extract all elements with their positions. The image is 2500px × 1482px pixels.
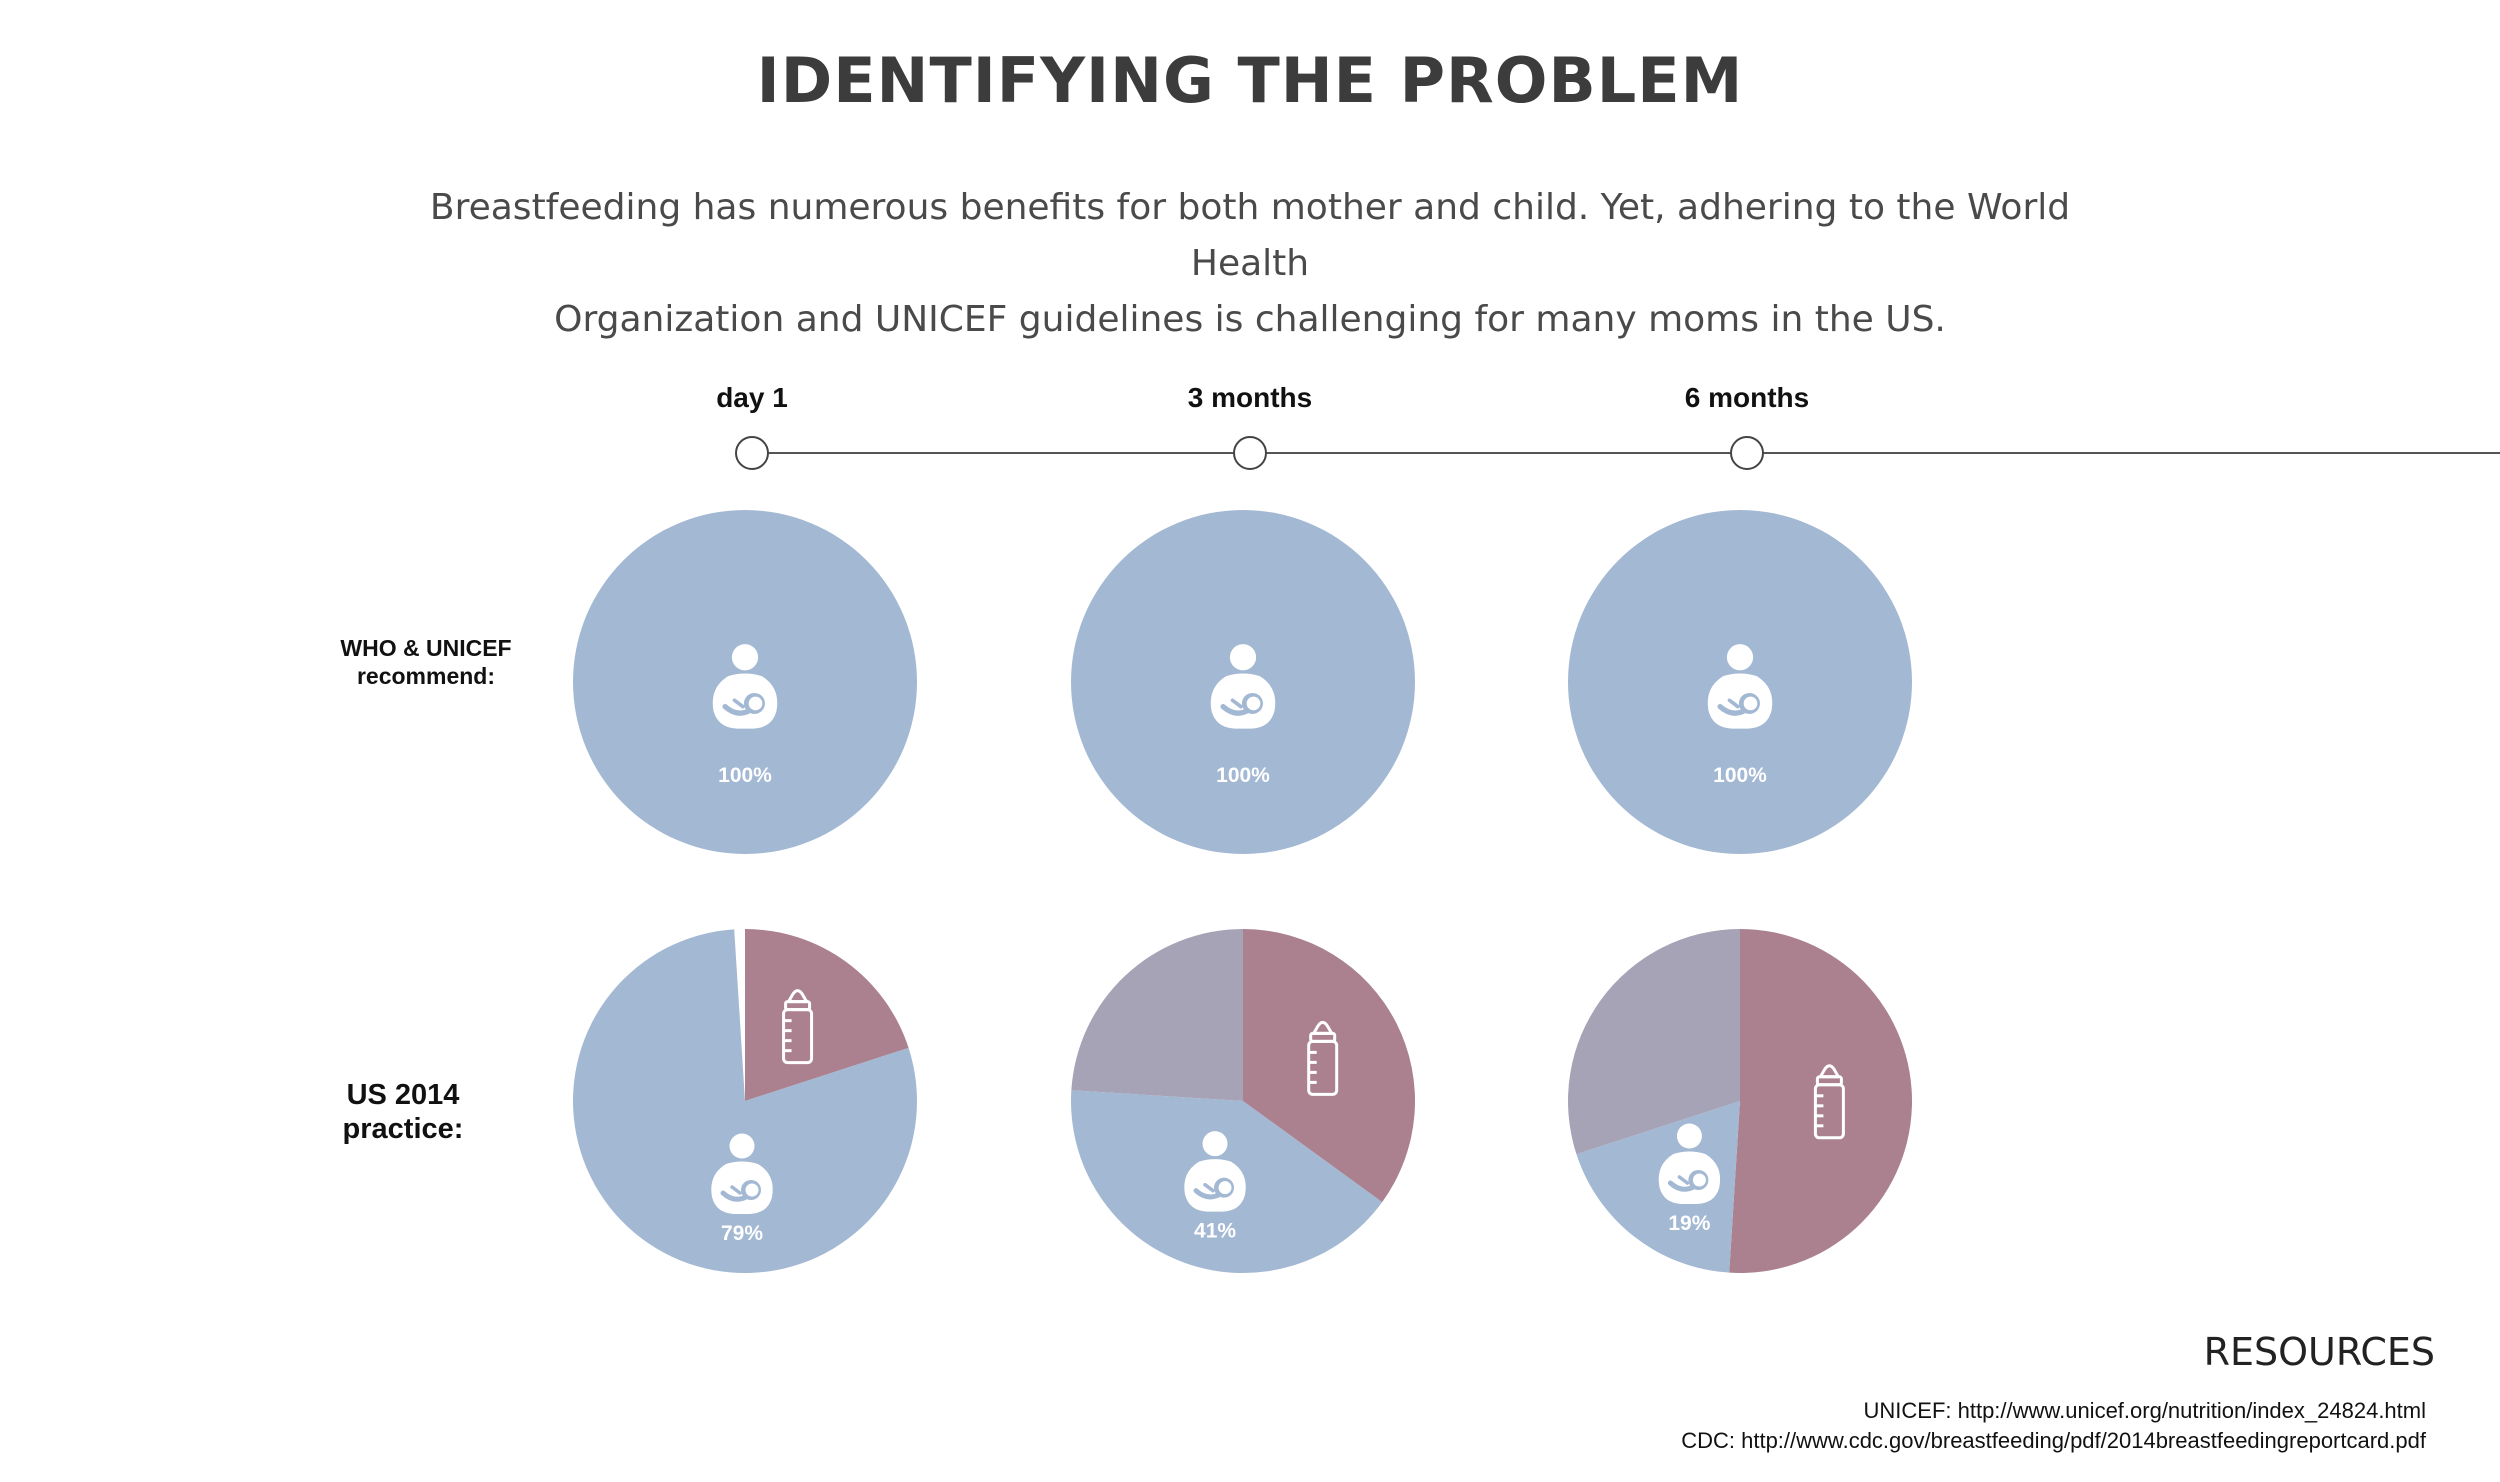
timeline-label: day 1 bbox=[716, 382, 788, 413]
timeline-marker-icon bbox=[1730, 436, 1764, 470]
recommend-percent-label: 100% bbox=[1216, 764, 1270, 787]
practice-percent-label: 19% bbox=[1668, 1212, 1710, 1235]
practice-row-label-line1: US 2014 bbox=[347, 1079, 460, 1111]
baby-bottle-icon bbox=[782, 989, 814, 1065]
breastfeeding-icon bbox=[712, 644, 778, 729]
baby-bottle-icon bbox=[1307, 1020, 1339, 1096]
practice-slice-breastfeeding bbox=[1576, 1101, 1740, 1273]
page-title: IDENTIFYING THE PROBLEM bbox=[756, 44, 1744, 117]
practice-percent-label: 79% bbox=[721, 1222, 763, 1245]
intro-text: Breastfeeding has numerous benefits for … bbox=[400, 180, 2100, 348]
resource-link-unicef[interactable]: UNICEF: http://www.unicef.org/nutrition/… bbox=[1863, 1398, 2427, 1423]
breastfeeding-icon bbox=[1707, 644, 1773, 729]
timeline-label: 3 months bbox=[1188, 382, 1312, 413]
intro-line-2: Organization and UNICEF guidelines is ch… bbox=[554, 299, 1946, 340]
resources-heading: RESOURCES bbox=[2203, 1330, 2435, 1374]
resource-link-cdc[interactable]: CDC: http://www.cdc.gov/breastfeeding/pd… bbox=[1681, 1428, 2426, 1453]
recommend-row-label-line2: recommend: bbox=[357, 663, 495, 689]
recommend-percent-label: 100% bbox=[1713, 764, 1767, 787]
breastfeeding-icon bbox=[1658, 1123, 1721, 1204]
practice-row-label-line2: practice: bbox=[343, 1113, 464, 1145]
practice-slice-formula bbox=[1243, 929, 1415, 1203]
practice-slice-mixed bbox=[1568, 929, 1740, 1155]
practice-slice-formula bbox=[1729, 929, 1913, 1273]
timeline-marker-icon bbox=[735, 436, 769, 470]
practice-percent-label: 41% bbox=[1194, 1220, 1236, 1243]
practice-slice-mixed bbox=[1071, 929, 1243, 1101]
practice-slice-breastfeeding bbox=[572, 929, 917, 1274]
intro-line-1: Breastfeeding has numerous benefits for … bbox=[429, 187, 2071, 284]
baby-bottle-icon bbox=[1813, 1064, 1845, 1140]
resources-list: UNICEF: http://www.unicef.org/nutrition/… bbox=[1681, 1396, 2426, 1456]
breastfeeding-icon bbox=[1184, 1131, 1246, 1212]
breastfeeding-icon bbox=[711, 1133, 773, 1214]
timeline-label: 6 months bbox=[1685, 382, 1809, 413]
recommend-row-label-line1: WHO & UNICEF bbox=[340, 635, 511, 661]
timeline-marker-icon bbox=[1233, 436, 1267, 470]
practice-slice-formula bbox=[745, 929, 909, 1101]
recommend-percent-label: 100% bbox=[718, 764, 772, 787]
breastfeeding-icon bbox=[1210, 644, 1276, 729]
